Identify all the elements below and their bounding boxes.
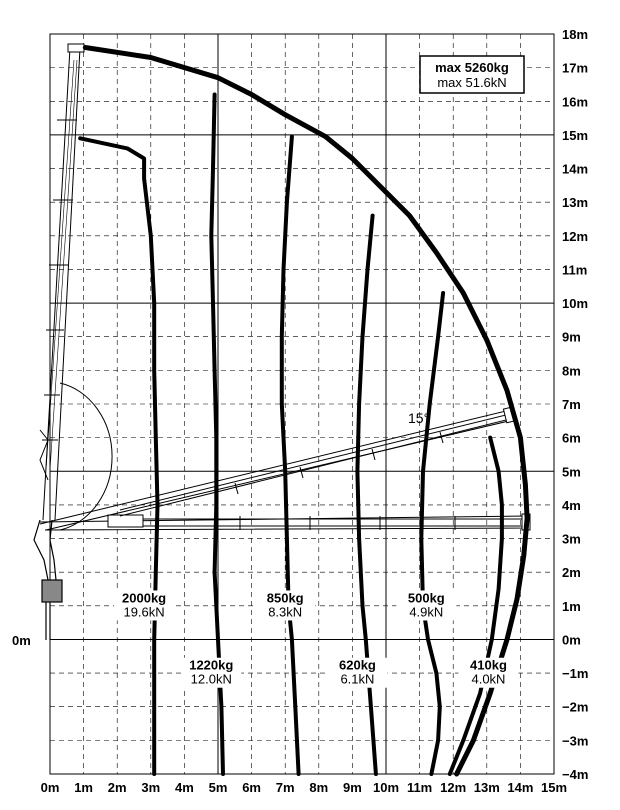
- load-label-kn: 8.3kN: [268, 604, 302, 619]
- load-label-bg: [327, 657, 388, 688]
- load-label-kg: 620kg: [339, 658, 376, 673]
- load-label-bg: [255, 590, 316, 621]
- x-tick-label: 2m: [108, 780, 127, 795]
- y-tick-label: 1m: [562, 599, 581, 614]
- y-tick-label: 8m: [562, 363, 581, 378]
- load-label-kn: 19.6kN: [123, 604, 164, 619]
- crane-base: [33, 519, 63, 640]
- y-tick-label: 17m: [562, 61, 588, 76]
- max-load-box: max 5260kg max 51.6kN: [419, 55, 525, 94]
- y-tick-label: 18m: [562, 27, 588, 42]
- y-tick-label: 3m: [562, 532, 581, 547]
- y-tick-label: 6m: [562, 431, 581, 446]
- load-label-bg: [396, 590, 457, 621]
- y-tick-label: 10m: [562, 296, 588, 311]
- load-label-kg: 410kg: [470, 658, 507, 673]
- y-tick-label: 0m: [562, 632, 581, 647]
- load-label-kn: 4.0kN: [471, 672, 505, 687]
- y-tick-label: 4m: [562, 498, 581, 513]
- load-curve-850kg: [279, 134, 301, 776]
- x-tick-label: 0m: [41, 780, 60, 795]
- x-tick-label: 15m: [541, 780, 567, 795]
- load-label-kg: 1220kg: [189, 658, 233, 673]
- x-tick-label: 11m: [407, 780, 432, 795]
- y-tick-label: 5m: [562, 464, 581, 479]
- y-tick-label: −2m: [562, 700, 588, 715]
- x-tick-label: 13m: [474, 780, 500, 795]
- y-tick-label: 14m: [562, 162, 588, 177]
- x-tick-label: 9m: [343, 780, 362, 795]
- x-tick-label: 6m: [242, 780, 261, 795]
- load-label-kn: 6.1kN: [340, 672, 374, 687]
- y-tick-label: 13m: [562, 195, 588, 210]
- x-tick-label: 5m: [209, 780, 228, 795]
- slewing-arc: [59, 382, 113, 531]
- load-label-kn: 4.9kN: [409, 604, 443, 619]
- left-zero-label: 0m: [12, 633, 31, 648]
- load-label-bg: [458, 657, 519, 688]
- max-load-kn: max 51.6kN: [437, 75, 506, 90]
- x-tick-label: 10m: [373, 780, 399, 795]
- y-tick-label: 12m: [562, 229, 588, 244]
- y-tick-label: 15m: [562, 128, 588, 143]
- y-tick-label: 11m: [562, 262, 587, 277]
- x-tick-label: 3m: [141, 780, 160, 795]
- load-curve-2000kg: [78, 136, 160, 776]
- max-load-kg: max 5260kg: [435, 60, 509, 75]
- x-tick-label: 1m: [74, 780, 93, 795]
- load-label-bg: [114, 590, 175, 621]
- vertical-boom: [39, 43, 85, 521]
- x-tick-label: 7m: [276, 780, 295, 795]
- load-label-kn: 12.0kN: [191, 672, 232, 687]
- y-tick-label: 2m: [562, 565, 581, 580]
- y-tick-label: −1m: [562, 666, 588, 681]
- load-label-bg: [181, 657, 242, 688]
- y-tick-label: 9m: [562, 330, 581, 345]
- y-tick-label: 16m: [562, 94, 588, 109]
- load-curve-410kg: [447, 435, 504, 776]
- y-tick-label: 7m: [562, 397, 581, 412]
- x-tick-label: 4m: [175, 780, 194, 795]
- x-tick-label: 14m: [507, 780, 533, 795]
- y-tick-label: −3m: [562, 733, 588, 748]
- angle-label: 15°: [408, 410, 429, 426]
- load-label-kg: 850kg: [267, 590, 304, 605]
- outer-envelope-curve: [82, 45, 530, 777]
- load-label-kg: 500kg: [408, 590, 445, 605]
- y-tick-label: −4m: [562, 767, 588, 782]
- load-label-kg: 2000kg: [122, 590, 166, 605]
- x-tick-label: 8m: [309, 780, 328, 795]
- tick-labels: 0m 1m 2m 3m 4m 5m 6m 7m 8m 9m 10m 11m 12m 13m 14m 15m 18…: [41, 27, 589, 795]
- x-tick-label: 12m: [440, 780, 466, 795]
